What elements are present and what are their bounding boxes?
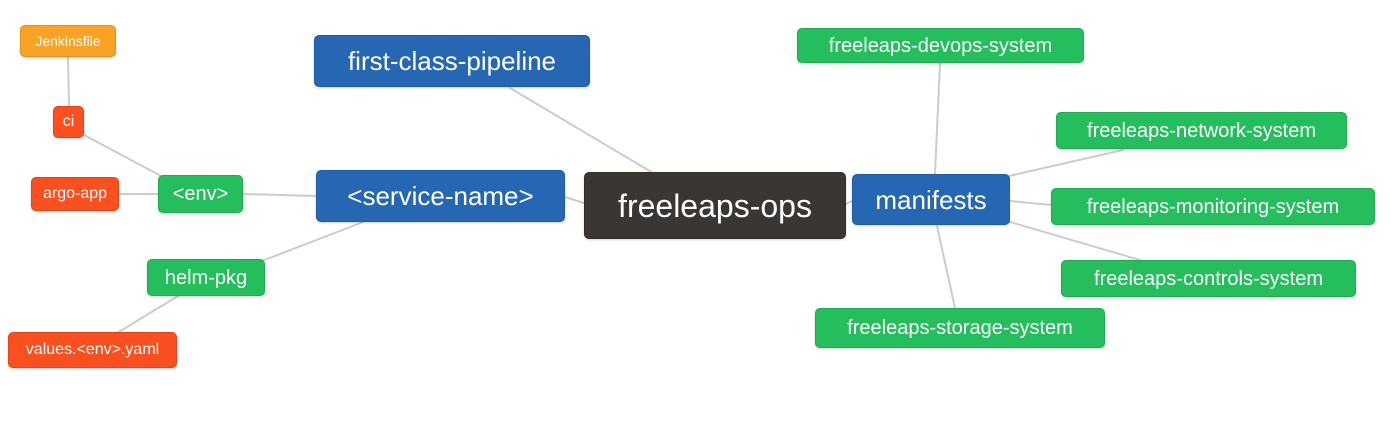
node-manifests[interactable]: manifests — [852, 174, 1010, 225]
node-freeleaps-controls-system[interactable]: freeleaps-controls-system — [1061, 260, 1356, 297]
node-helm-pkg[interactable]: helm-pkg — [147, 259, 265, 296]
node-env[interactable]: <env> — [158, 175, 243, 213]
node-jenkinsfile[interactable]: Jenkinsfile — [20, 25, 116, 57]
node-argo-app[interactable]: argo-app — [31, 177, 119, 211]
node-freeleaps-storage-system[interactable]: freeleaps-storage-system — [815, 308, 1105, 348]
node-ci[interactable]: ci — [53, 106, 84, 138]
node-service-name[interactable]: <service-name> — [316, 170, 565, 222]
node-values-env-yaml[interactable]: values.<env>.yaml — [8, 332, 177, 368]
node-freeleaps-ops[interactable]: freeleaps-ops — [584, 172, 846, 239]
node-first-class-pipeline[interactable]: first-class-pipeline — [314, 35, 590, 87]
node-freeleaps-monitoring-system[interactable]: freeleaps-monitoring-system — [1051, 188, 1375, 225]
node-freeleaps-network-system[interactable]: freeleaps-network-system — [1056, 112, 1347, 149]
node-freeleaps-devops-system[interactable]: freeleaps-devops-system — [797, 28, 1084, 63]
